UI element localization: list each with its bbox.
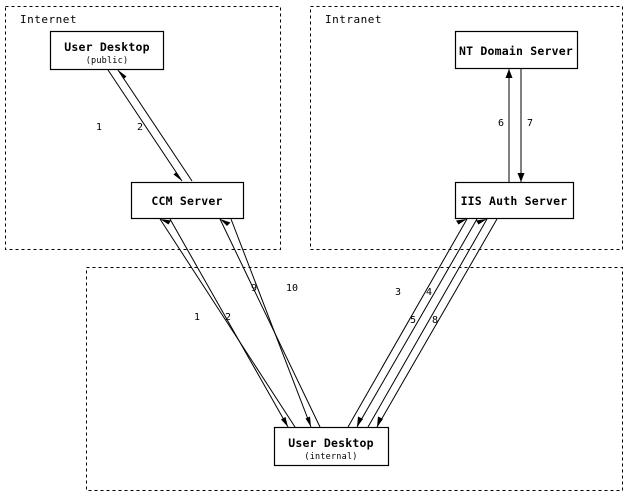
zone-boundary-internal xyxy=(86,267,623,491)
flow-10-ccm-to-internal-desktop xyxy=(230,218,312,428)
step-label-8: 8 xyxy=(432,315,438,326)
step-label-4: 4 xyxy=(426,287,432,298)
zone-boundary-intranet xyxy=(310,6,623,250)
flow-1-public-desktop-to-ccm xyxy=(107,69,183,182)
node-user-desktop-public[interactable]: User Desktop (public) xyxy=(49,30,165,71)
node-sublabel-user-desktop-public: (public) xyxy=(86,56,129,66)
step-label-6: 6 xyxy=(498,118,504,129)
step-label-2-internal: 2 xyxy=(225,312,231,323)
flow-9-internal-desktop-to-ccm xyxy=(219,218,321,428)
flow-4-iis-to-internal-desktop xyxy=(356,218,478,428)
node-label-user-desktop-internal: User Desktop xyxy=(288,436,373,450)
zone-label-internet: Internet xyxy=(20,13,77,26)
step-label-1-internal: 1 xyxy=(194,312,200,323)
step-label-1-public: 1 xyxy=(96,122,102,133)
step-label-3: 3 xyxy=(395,287,401,298)
node-label-user-desktop-public: User Desktop xyxy=(64,40,149,54)
node-label-ccm-server: CCM Server xyxy=(151,194,222,208)
flow-5-internal-desktop-to-iis xyxy=(367,218,488,428)
node-label-nt-domain-server: NT Domain Server xyxy=(459,44,573,58)
step-label-5: 5 xyxy=(410,315,416,326)
zone-label-intranet: Intranet xyxy=(325,13,382,26)
node-nt-domain-server[interactable]: NT Domain Server xyxy=(454,30,579,70)
flow-2-ccm-to-internal-desktop xyxy=(169,218,289,428)
zone-boundary-internet xyxy=(5,6,281,250)
flow-8-iis-to-internal-desktop xyxy=(376,218,498,428)
flow-1-internal-desktop-to-ccm xyxy=(159,218,296,428)
node-sublabel-user-desktop-internal: (internal) xyxy=(304,452,357,462)
node-label-iis-auth-server: IIS Auth Server xyxy=(461,194,568,208)
step-label-2-public: 2 xyxy=(137,122,143,133)
flow-7-nt-domain-to-iis xyxy=(517,69,525,182)
node-iis-auth-server[interactable]: IIS Auth Server xyxy=(454,181,575,220)
step-label-7: 7 xyxy=(527,118,533,129)
flow-2-ccm-to-public-desktop xyxy=(117,69,193,182)
step-label-9: 9 xyxy=(251,283,257,294)
node-user-desktop-internal[interactable]: User Desktop (internal) xyxy=(273,426,390,467)
step-label-10: 10 xyxy=(286,283,298,294)
node-ccm-server[interactable]: CCM Server xyxy=(130,181,245,220)
flow-6-iis-to-nt-domain xyxy=(505,69,513,182)
flow-3-internal-desktop-to-iis xyxy=(347,218,468,428)
